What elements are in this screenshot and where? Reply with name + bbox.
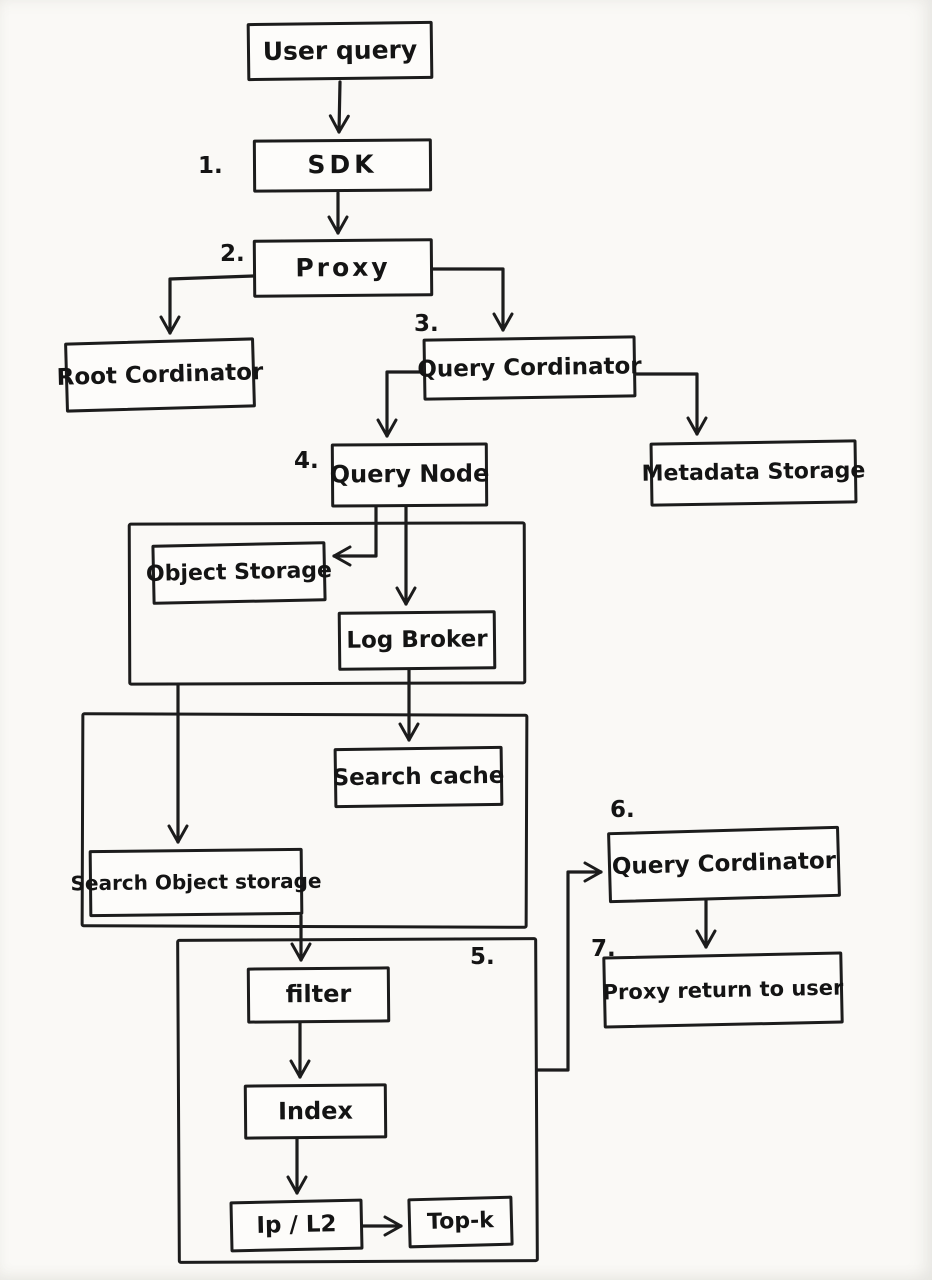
step-label-7: 7. [591,936,616,962]
arrow-user-query-to-sdk [328,80,350,134]
node-query-node-label: Query Node [329,459,490,489]
step-label-2: 2. [220,241,245,267]
step-label-6: 6. [610,797,635,823]
node-metadata-storage: Metadata Storage [642,439,866,507]
node-proxy-return-to-user: Proxy return to user [602,951,844,1029]
node-proxy-return-to-user-label: Proxy return to user [602,975,844,1005]
node-query-coordinator: Query Cordinator [417,335,642,401]
step-label-5: 5. [470,944,495,970]
arrow-proxy-to-query-coordinator [431,267,514,332]
node-metadata-storage-label: Metadata Storage [641,458,866,488]
arrow-proxy-to-root-coordinator [159,274,255,335]
node-filter: filter [246,966,391,1024]
node-search-cache-label: Search cache [332,762,505,792]
node-top-k: Top-k [407,1195,514,1249]
node-query-coordinator-return-label: Query Cordinator [611,848,837,881]
node-query-coordinator-return: Query Cordinator [607,825,841,904]
arrow-stage5-to-query-coordinator-return [536,861,603,1072]
node-log-broker-label: Log Broker [346,626,488,655]
node-query-node: Query Node [330,442,489,508]
node-index-label: Index [277,1096,354,1126]
step-label-1: 1. [198,153,223,179]
step-label-3: 3. [414,311,439,337]
node-user-query-label: User query [262,34,418,66]
node-root-coordinator: Root Cordinator [56,337,264,413]
node-sdk-label: SDK [307,150,378,180]
node-log-broker: Log Broker [337,610,497,671]
node-search-cache: Search cache [332,745,505,809]
arrow-query-node-to-object-storage [332,505,378,567]
node-proxy: Proxy [252,238,434,298]
arrow-query-coordinator-to-metadata-storage [634,372,708,436]
node-object-storage-label: Object Storage [145,558,333,588]
node-index: Index [243,1083,388,1140]
node-proxy-label: Proxy [295,252,391,283]
arrow-query-coordinator-to-query-node [376,370,425,438]
node-top-k-label: Top-k [426,1208,495,1236]
node-sdk: SDK [252,138,433,193]
step-label-4: 4. [294,448,319,474]
node-root-coordinator-label: Root Cordinator [56,359,264,391]
node-search-object-storage-label: Search Object storage [70,868,322,896]
node-object-storage: Object Storage [146,541,332,605]
node-ip-l2: Ip / L2 [229,1198,364,1253]
node-search-object-storage: Search Object storage [70,847,322,918]
node-query-coordinator-label: Query Cordinator [417,353,642,383]
node-user-query: User query [246,20,434,82]
node-ip-l2-label: Ip / L2 [256,1211,337,1240]
node-filter-label: filter [285,980,352,1009]
